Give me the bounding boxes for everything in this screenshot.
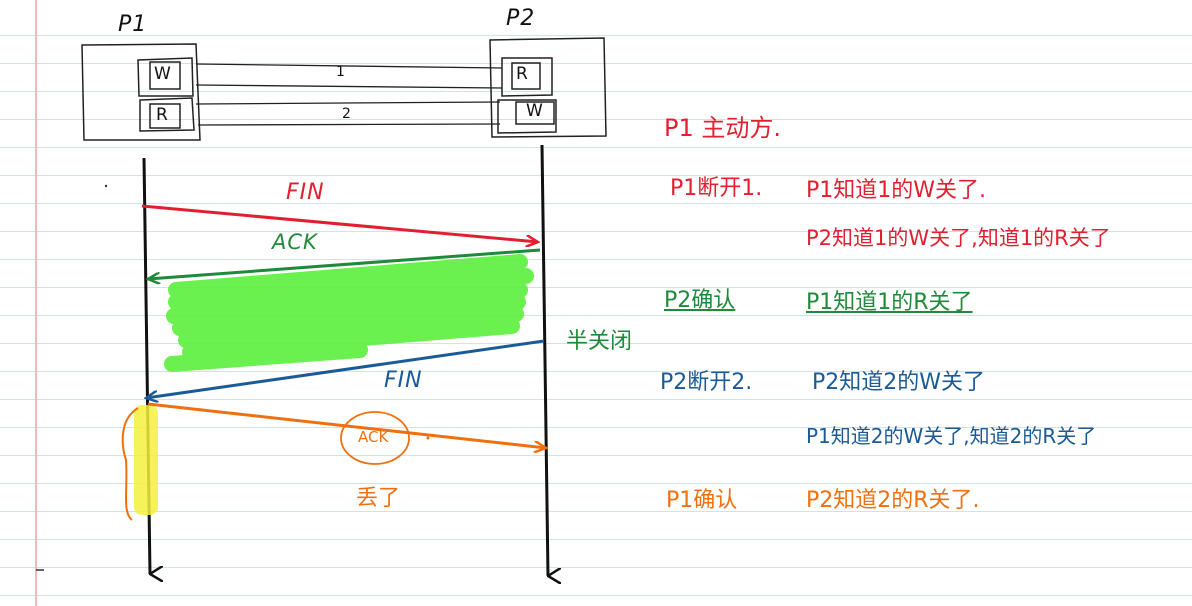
note-step4-action: P1确认 [666,488,738,513]
p1-read-label: R [156,105,168,125]
fin1-arrow [141,204,538,242]
ack1-arrow [148,248,541,279]
p2-write-label: W [526,101,543,121]
pipe1-label: 1 [336,64,345,80]
ack2-dot [426,436,430,440]
fin2-label: FIN [384,368,423,393]
p2-read-label: R [516,64,528,84]
ack2-arrow [147,402,546,448]
p1-write-label: W [154,64,171,84]
fin1-label: FIN [286,180,325,205]
half-close-label: 半关闭 [566,329,633,354]
wait-bracket [121,407,139,521]
p2-timeline [540,144,548,576]
note-step2-action: P2确认 [664,288,736,313]
p2-label: P2 [506,6,536,31]
lost-label: 丢了 [356,486,401,511]
p2-process-box [489,37,607,138]
note-step3-line2: P1知道2的W关了,知道2的R关了 [806,424,1097,448]
note-step3-action: P2断开2. [660,370,753,395]
margin-line [35,0,37,606]
note-step2-line1: P1知道1的R关了 [806,290,973,315]
note-step1-action: P1断开1. [670,176,763,201]
note-initiator: P1 主动方. [664,114,781,142]
yellow-highlight [134,405,158,515]
pipe2-label: 2 [342,106,351,122]
fin2-arrow [146,339,545,398]
note-step1-line2: P2知道1的W关了,知道1的R关了 [806,226,1111,250]
note-step1-line1: P1知道1的W关了. [806,178,987,203]
ack2-circle [340,411,410,465]
ack2-label: ACK [358,428,389,446]
ack1-label: ACK [272,230,318,254]
note-step4-line1: P2知道2的R关了. [806,488,980,513]
p1-process-box [81,43,201,141]
pipes [195,63,503,126]
green-highlight-scribble [164,254,534,372]
stray-mark [104,184,108,188]
note-step3-line1: P2知道2的W关了 [812,370,986,395]
p1-label: P1 [118,12,148,37]
